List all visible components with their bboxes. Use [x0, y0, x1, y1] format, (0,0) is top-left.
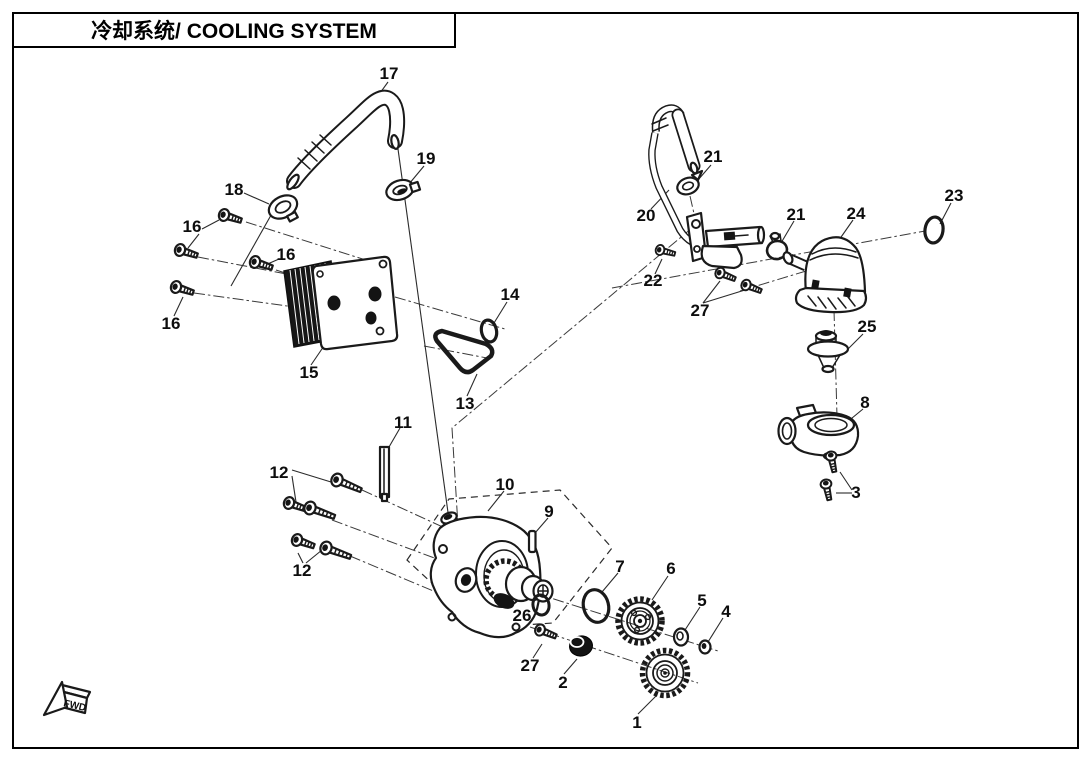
gasket-13: [433, 328, 495, 375]
hose-clamp-18: [267, 194, 299, 223]
pump-enclosure-outline: [406, 489, 613, 629]
part-label-5: 5: [697, 591, 706, 610]
part-label-14: 14: [501, 285, 520, 304]
part-label-6: 6: [666, 559, 675, 578]
seal-2: [569, 635, 593, 657]
part-label-16: 16: [183, 217, 202, 236]
water-pipe-20: [648, 104, 766, 270]
part-label-20: 20: [637, 206, 656, 225]
part-label-3: 3: [851, 483, 860, 502]
part-label-1: 1: [632, 713, 641, 732]
o-ring-14: [479, 318, 499, 344]
nut-4: [698, 639, 712, 655]
part-label-27: 27: [691, 301, 710, 320]
part-label-19: 19: [417, 149, 436, 168]
part-label-24: 24: [847, 204, 866, 223]
pin-9: [527, 529, 537, 554]
part-label-13: 13: [456, 394, 475, 413]
fwd-marker: FWD: [42, 680, 92, 717]
coolant-hose-17: [286, 89, 406, 191]
thermostat-housing-8: [777, 403, 860, 461]
fwd-label: FWD: [62, 698, 87, 714]
water-pump-10: [429, 511, 554, 639]
part-label-11: 11: [394, 413, 412, 432]
gear-6: [615, 596, 665, 646]
o-ring-26: [531, 593, 551, 617]
plate-11: [378, 445, 391, 503]
part-label-25: 25: [858, 317, 877, 336]
page-frame: 冷却系统/ COOLING SYSTEM: [12, 12, 1079, 749]
part-label-4: 4: [721, 602, 731, 621]
part-label-10: 10: [496, 475, 515, 494]
clamp-21-a: [676, 169, 704, 196]
part-label-16: 16: [162, 314, 181, 333]
part-label-27: 27: [521, 656, 540, 675]
o-ring-7: [581, 588, 611, 624]
part-label-12: 12: [270, 463, 289, 482]
page-title: 冷却系统/ COOLING SYSTEM: [91, 19, 377, 43]
part-label-16: 16: [277, 245, 296, 264]
oil-cooler-15: [283, 255, 399, 351]
part-label-7: 7: [615, 557, 624, 576]
part-label-15: 15: [300, 363, 319, 382]
part-label-21: 21: [787, 205, 806, 224]
part-label-9: 9: [544, 502, 553, 521]
part-label-2: 2: [558, 673, 567, 692]
part-label-12: 12: [293, 561, 312, 580]
thermostat-25: [806, 330, 850, 374]
o-ring-23: [923, 215, 945, 245]
part-label-22: 22: [644, 271, 663, 290]
part-label-8: 8: [860, 393, 869, 412]
gear-1: [639, 647, 691, 699]
part-label-21: 21: [704, 147, 723, 166]
hose-clamp-19: [385, 178, 422, 202]
thermostat-cover-24: [782, 236, 868, 314]
part-label-26: 26: [513, 606, 532, 625]
part-label-17: 17: [380, 64, 399, 83]
title-box: [12, 12, 456, 48]
part-label-18: 18: [225, 180, 244, 199]
part-label-23: 23: [945, 186, 964, 205]
washer-5: [672, 627, 690, 647]
clamp-21-b: [765, 231, 789, 261]
